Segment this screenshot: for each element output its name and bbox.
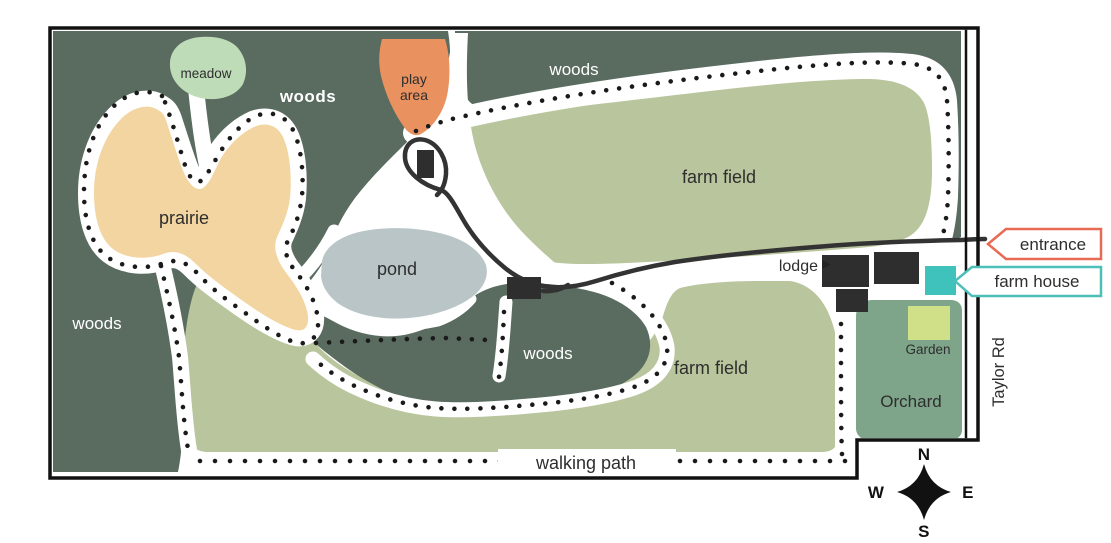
central-building (507, 277, 541, 299)
lodge-building-2 (874, 252, 919, 284)
pond-region (321, 228, 487, 319)
lodge-building-1 (822, 255, 869, 287)
walking-path-label-backing (498, 449, 676, 473)
meadow-region (169, 36, 247, 100)
entrance-callout-label: entrance (1020, 235, 1086, 254)
woods-northwest-label: woods (279, 87, 336, 106)
woods-north-label: woods (548, 60, 598, 79)
entrance-callout-box (986, 227, 1103, 261)
trail-west (158, 263, 191, 452)
farm-field-south-label: farm field (674, 358, 748, 378)
building-spur-road (540, 282, 571, 294)
trail-north-loop (413, 60, 951, 241)
woods-west-label: woods (71, 314, 121, 333)
roads (402, 137, 988, 294)
map-border (48, 26, 980, 480)
prairie-region (78, 90, 325, 347)
garden-label: Garden (905, 342, 950, 357)
compass-star (897, 464, 951, 520)
lodge-label: lodge (779, 258, 818, 275)
loop-road (402, 137, 449, 198)
garden-plot (908, 306, 950, 340)
compass-south-label: S (918, 522, 930, 541)
meadow-label: meadow (180, 66, 231, 81)
lodge-building-3 (836, 289, 868, 312)
play-area-label-line1: play (401, 71, 427, 87)
walking-trails (81, 60, 951, 464)
taylor-rd-label: Taylor Rd (990, 337, 1008, 407)
farm-field-south-region (182, 273, 842, 452)
farm-house-building (925, 266, 956, 295)
farm-house-callout-box (953, 265, 1103, 298)
play-area-label-line2: area (400, 87, 428, 103)
compass-east-label: E (962, 483, 974, 502)
compass-rose: N S W E (868, 445, 974, 541)
trailhead-building (417, 150, 434, 178)
farm-house-callout-label: farm house (994, 272, 1079, 291)
driveway-road (438, 187, 988, 290)
prairie-label: prairie (159, 208, 209, 228)
farm-field-north-label: farm field (682, 167, 756, 187)
compass-west-label: W (868, 483, 885, 502)
woods-north-region (455, 31, 961, 239)
compass-north-label: N (918, 445, 931, 464)
play-area-region (379, 39, 450, 136)
pond-label: pond (377, 259, 417, 279)
buildings (417, 150, 919, 312)
lodge-pointer-icon (822, 260, 831, 269)
woods-central-label: woods (522, 344, 572, 363)
walking-path-label: walking path (535, 453, 636, 473)
trail-prairie-ring (81, 89, 321, 346)
orchard-label: Orchard (880, 392, 941, 411)
entrance-callout: entrance (986, 227, 1103, 261)
woods-central-region (292, 283, 651, 410)
farm-field-north-region (448, 79, 932, 264)
farm-house-callout: farm house (953, 265, 1103, 298)
